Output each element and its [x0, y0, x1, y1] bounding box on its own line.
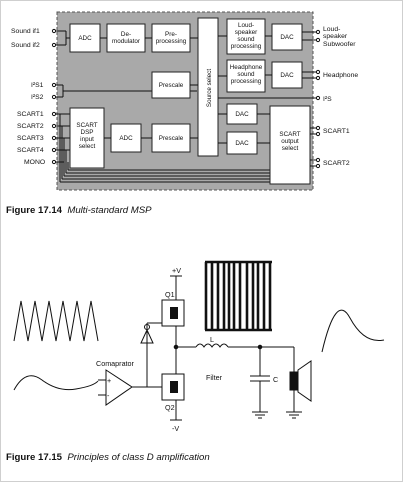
adc-top-block — [69, 23, 101, 53]
input-sound-if2: Sound if2 — [11, 42, 40, 49]
adc-bottom-block — [110, 123, 142, 153]
dac-block-1 — [271, 23, 303, 51]
loudspeaker-proc-label-1: Loud- — [238, 22, 254, 29]
demodulator-label-2: modulator — [112, 38, 140, 45]
adc-top-label: ADC — [78, 35, 92, 42]
figure-2-number: Figure 17.15 — [6, 452, 62, 463]
demodulator-label-1: De- — [121, 31, 131, 38]
input-scart3: SCART3 — [17, 135, 44, 142]
scart-dsp-label-4: select — [79, 143, 96, 150]
output-loudspeaker-2: speaker — [323, 33, 348, 40]
output-scart1: SCART1 — [323, 128, 350, 135]
input-sound-if1: Sound if1 — [11, 28, 40, 35]
prescale-bottom-label: Prescale — [159, 135, 184, 142]
input-i2s1: I²S1 — [31, 82, 44, 89]
preprocessing-label-1: Pre- — [165, 31, 177, 38]
output-headphone: Headphone — [323, 72, 358, 79]
figure-2-title: Principles of class D amplification — [67, 452, 210, 463]
input-scart4: SCART4 — [17, 147, 44, 154]
scart-output-select-block — [269, 105, 311, 185]
output-scart2: SCART2 — [323, 160, 350, 167]
figure-2-caption: Figure 17.15 Principles of class D ampli… — [6, 452, 210, 463]
input-scart2: SCART2 — [17, 123, 44, 130]
headphone-proc-label-3: processing — [231, 78, 262, 85]
scart-dsp-label-2: DSP — [81, 129, 94, 136]
preprocessing-label-2: processing — [156, 38, 187, 45]
loudspeaker-processing-block — [226, 18, 266, 55]
output-subwoofer: Subwoofer — [323, 41, 356, 48]
input-mono: MONO — [24, 159, 45, 166]
headphone-proc-label-1: Headphone — [230, 64, 263, 71]
dac-block-2 — [271, 61, 303, 89]
dac-label-1: DAC — [280, 34, 294, 41]
scart-dsp-input-select-block — [69, 107, 105, 169]
dac-label-3: DAC — [235, 111, 249, 118]
figure-1-title: Multi-standard MSP — [67, 205, 152, 216]
input-i2s2: I²S2 — [31, 94, 44, 101]
output-loudspeaker-1: Loud- — [323, 26, 340, 33]
figure-1-number: Figure 17.14 — [6, 205, 62, 216]
scart-output-label-3: select — [282, 145, 299, 152]
source-select-label: Source select — [206, 69, 213, 107]
figure-1-caption: Figure 17.14 Multi-standard MSP — [6, 205, 152, 216]
input-scart1: SCART1 — [17, 111, 44, 118]
dac-label-4: DAC — [235, 140, 249, 147]
prescale-mid-block — [151, 71, 191, 99]
loudspeaker-proc-label-4: processing — [231, 43, 262, 50]
msp-block-diagram: Sound if1 Sound if2 I²S1 I²S2 SCART1 SCA… — [11, 11, 358, 191]
adc-bottom-label: ADC — [119, 135, 133, 142]
headphone-processing-block — [226, 59, 266, 93]
scart-dsp-label-3: input — [80, 136, 94, 143]
prescale-mid-label: Prescale — [159, 82, 184, 89]
scart-dsp-label-1: SCART — [76, 122, 97, 129]
dac-label-2: DAC — [280, 72, 294, 79]
headphone-proc-label-2: sound — [237, 71, 255, 78]
scart-output-label-1: SCART — [279, 131, 300, 138]
loudspeaker-proc-label-3: sound — [237, 36, 255, 43]
output-i2s: I²S — [323, 96, 332, 103]
source-select-block — [197, 17, 219, 157]
loudspeaker-proc-label-2: speaker — [235, 29, 257, 36]
scart-output-label-2: output — [281, 138, 299, 145]
